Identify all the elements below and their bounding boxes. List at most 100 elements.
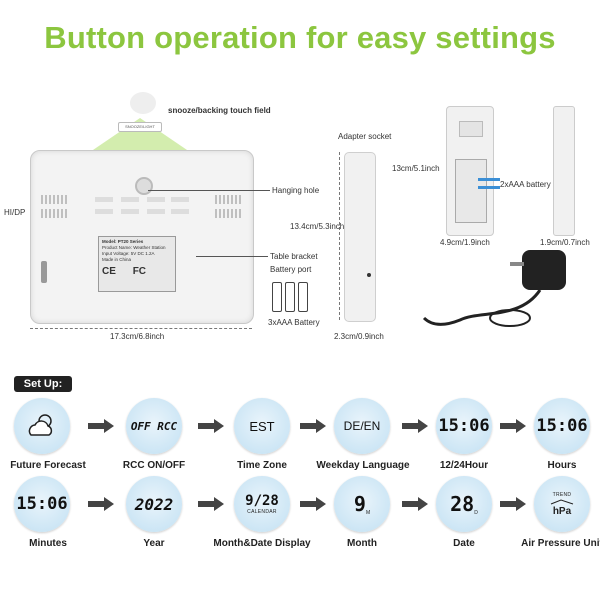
lcd-display: DE/EN [343, 419, 381, 433]
unit-marker: M [365, 510, 371, 516]
leader-line [196, 256, 268, 257]
touch-sensor-knob [130, 92, 156, 114]
sensor-depth-dimension: 1.9cm/0.7inch [540, 238, 590, 247]
arrow-right-icon [300, 419, 326, 433]
power-adapter [522, 250, 566, 290]
vent-slot [215, 209, 243, 218]
step-label: Minutes [29, 538, 67, 549]
step-weekday-language: DE/EN [334, 398, 390, 454]
step-label: Time Zone [237, 460, 287, 471]
device-button [95, 209, 113, 214]
step-year: 2022 [126, 476, 182, 532]
device-button [121, 209, 139, 214]
step-label: Weekday Language [316, 460, 410, 471]
sticker-line: Model: PT20 Series [102, 239, 144, 244]
device-button [95, 197, 113, 202]
snooze-touch-label: snooze/backing touch field [168, 106, 271, 115]
arrow-icon [478, 178, 500, 181]
arrow-right-icon [402, 419, 428, 433]
device-button [171, 209, 189, 214]
arrow-right-icon [88, 419, 114, 433]
step-label: Month&Date Display [213, 538, 311, 549]
hi-dp-label: HI/DP [4, 208, 26, 217]
adapter-prong [510, 262, 524, 266]
lcd-display: OFF RCC [130, 419, 178, 433]
vent-slot [215, 195, 243, 204]
ce-mark: CE [102, 266, 116, 277]
arrow-right-icon [402, 497, 428, 511]
table-bracket-label: Table bracket [270, 252, 318, 261]
lcd-display: 15:06 [16, 494, 68, 514]
arrow-right-icon [88, 497, 114, 511]
device-button [147, 209, 165, 214]
lcd-display: hPa [552, 505, 572, 517]
step-month-date-display: 9/28 CALENDAR [234, 476, 290, 532]
step-label: Future Forecast [10, 460, 86, 471]
step-label: Hours [547, 460, 577, 471]
lcd-display: 2022 [134, 494, 174, 514]
device-button [171, 197, 189, 202]
sensor-height-dimension: 13cm/5.1inch [392, 164, 440, 173]
dimension-line [339, 152, 341, 320]
sticker-line: Made in China [102, 257, 132, 262]
adapter-socket [367, 273, 371, 277]
trend-caption: TREND [552, 491, 572, 498]
snooze-light-bar: SNOOZE/LIGHT [118, 122, 162, 132]
lcd-display: EST [249, 418, 275, 434]
sensor-back [446, 106, 494, 236]
lcd-display: 9/28 [245, 493, 279, 509]
lcd-display: 28 [450, 492, 475, 516]
battery-port-label: Battery port [270, 265, 312, 274]
arrow-icon [478, 186, 500, 189]
arrow-right-icon [500, 419, 526, 433]
battery-icon [272, 282, 282, 312]
hanging-hole [135, 177, 153, 195]
battery-3aaa-label: 3xAAA Battery [268, 318, 320, 327]
battery-icon [285, 282, 295, 312]
vent-slot [41, 195, 69, 204]
step-label: Year [143, 538, 165, 549]
width-dimension: 17.3cm/6.8inch [110, 332, 165, 341]
adapter-socket-label: Adapter socket [338, 132, 392, 141]
sensor-battery-compartment [455, 159, 487, 223]
step-future-forecast [14, 398, 70, 454]
step-hours: 15:06 [534, 398, 590, 454]
step-air-pressure-unit: TREND hPa [534, 476, 590, 532]
step-label: Date [453, 538, 475, 549]
sticker-line: Input Voltage: 5V DC 1.2A [102, 251, 155, 256]
battery-2aaa-label: 2xAAA battery [500, 180, 551, 189]
sensor-side [553, 106, 575, 236]
weather-station-side [344, 152, 376, 322]
step-minutes: 15:06 [14, 476, 70, 532]
step-time-zone: EST [234, 398, 290, 454]
hanging-hole-label: Hanging hole [272, 186, 320, 195]
height-dimension: 13.4cm/5.3inch [290, 222, 345, 231]
battery-icon [298, 282, 308, 312]
dimension-line [30, 328, 252, 330]
lcd-display: 9 [353, 492, 366, 516]
sticker-line: Product Name: Weather Station [102, 245, 166, 250]
arrow-right-icon [198, 497, 224, 511]
step-rcc: OFF RCC [126, 398, 182, 454]
step-label: Month [347, 538, 377, 549]
sensor-hang-hole [459, 121, 483, 137]
adapter-cable [422, 289, 542, 327]
cloud-sun-icon [28, 414, 53, 436]
device-button [147, 197, 165, 202]
adapter-port [41, 261, 47, 283]
page-title: Button operation for easy settings [44, 20, 556, 55]
arrow-right-icon [500, 497, 526, 511]
vent-slot [41, 209, 69, 218]
step-label: 12/24Hour [439, 460, 489, 471]
depth-dimension: 2.3cm/0.9inch [334, 332, 384, 341]
trend-arrow-icon [550, 498, 574, 504]
step-month: 9 M [334, 476, 390, 532]
fc-mark: FC [132, 266, 147, 277]
step-label: RCC ON/OFF [122, 460, 186, 471]
device-button [121, 197, 139, 202]
leader-line [148, 190, 270, 191]
arrow-right-icon [300, 497, 326, 511]
step-12-24-hour: 15:06 [436, 398, 492, 454]
product-sticker: Model: PT20 Series Product Name: Weather… [98, 236, 176, 292]
step-label: Air Pressure Unit [521, 538, 600, 549]
